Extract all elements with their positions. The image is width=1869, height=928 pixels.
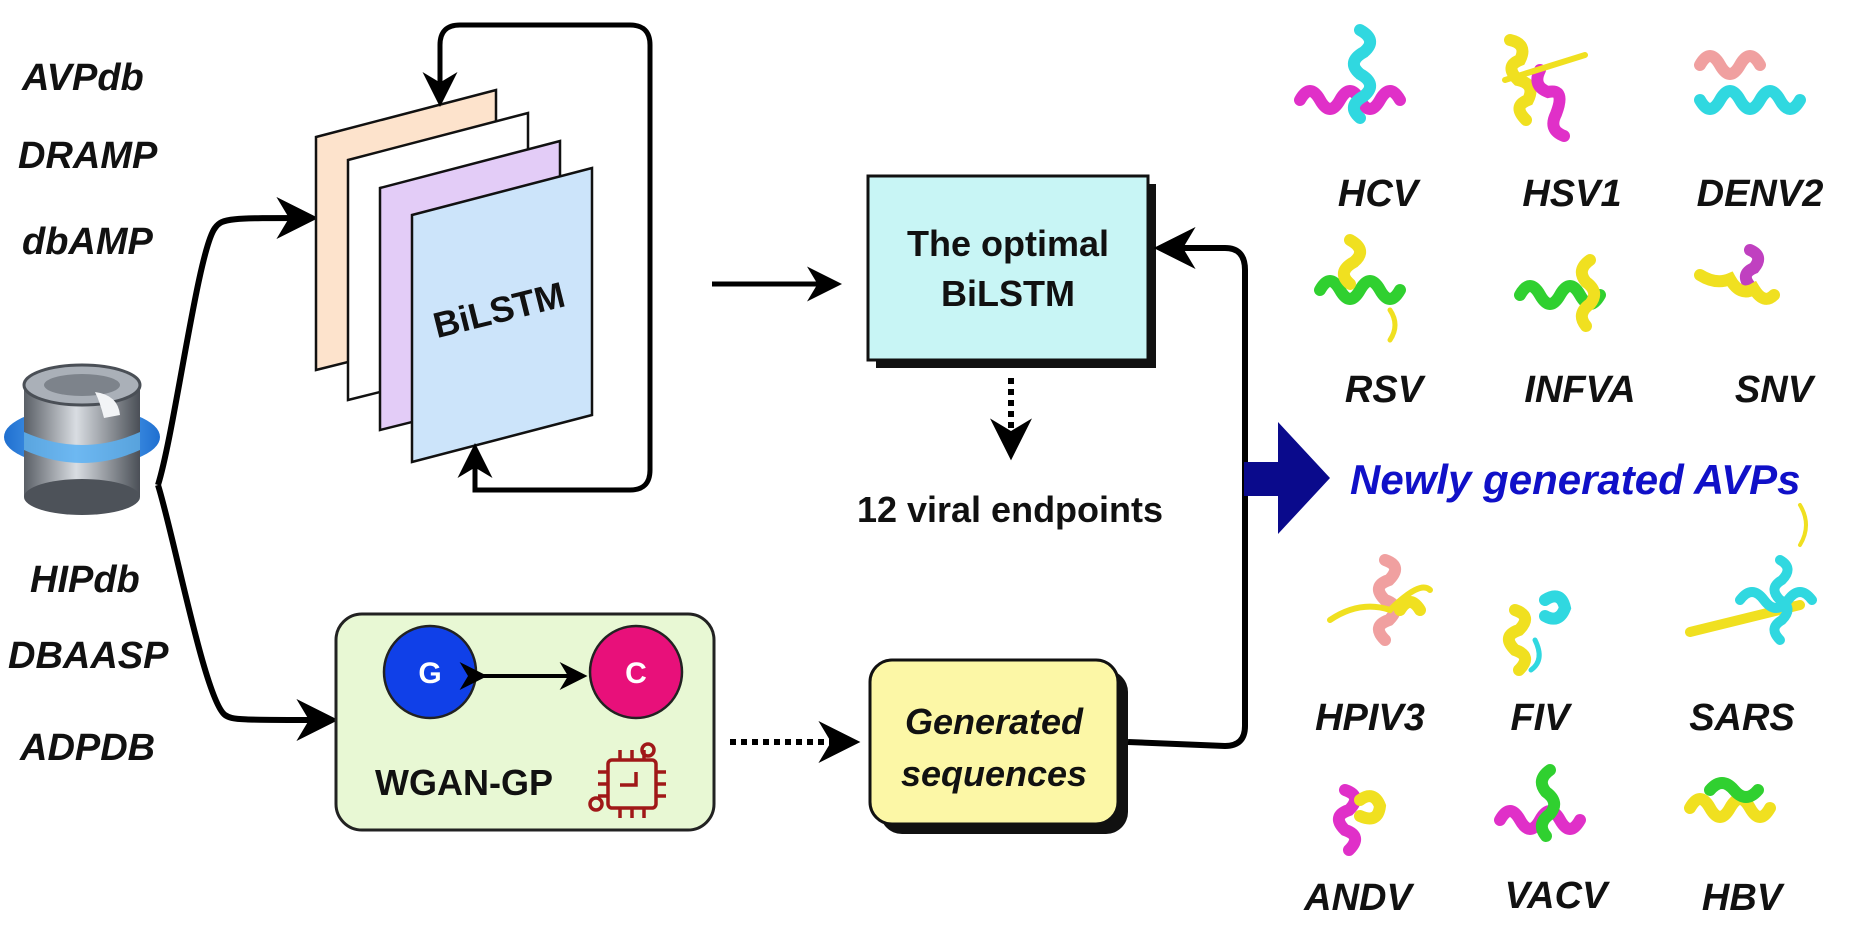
virus-sars: SARS [1689, 697, 1795, 739]
peptide-snv [1694, 244, 1780, 305]
generated-box-line1: Generated [905, 701, 1084, 742]
db-avpdb: AVPdb [21, 57, 144, 99]
virus-infva: INFVA [1524, 369, 1635, 411]
newly-generated-label: Newly generated AVPs [1350, 456, 1801, 503]
virus-andv: ANDV [1303, 877, 1414, 919]
recurrent-loop-start-arrow [457, 443, 493, 493]
database-list-bottom: HIPdb DBAASP ADPDB [8, 559, 169, 769]
critic-label: C [625, 657, 647, 690]
branch-to-bilstm [155, 197, 319, 486]
virus-hcv: HCV [1338, 173, 1421, 215]
branch-to-wgan [155, 484, 339, 741]
virus-rsv: RSV [1345, 369, 1426, 411]
bilstm-layer-stack: BiLSTM [314, 88, 594, 464]
endpoints-label: 12 viral endpoints [857, 489, 1163, 530]
generated-box-line2: sequences [901, 753, 1087, 794]
generator-label: G [418, 657, 441, 690]
db-hipdb: HIPdb [30, 559, 140, 601]
peptide-hpiv3 [1327, 554, 1433, 646]
peptide-vacv [1494, 764, 1586, 842]
wgan-gp-box: G C WGAN-GP [334, 612, 716, 832]
peptide-hcv [1294, 24, 1406, 124]
critic-node [588, 624, 684, 720]
virus-hbv: HBV [1702, 877, 1785, 919]
generated-sequences-box: Generated sequences [868, 658, 1128, 834]
virus-labels: HCV HSV1 DENV2 RSV INFVA SNV HPIV3 FIV S… [1303, 173, 1823, 919]
virus-hpiv3: HPIV3 [1315, 697, 1425, 739]
database-icon [4, 363, 160, 515]
peptide-hsv1 [1502, 34, 1588, 142]
peptide-hbv [1684, 777, 1776, 823]
virus-denv2: DENV2 [1697, 173, 1824, 215]
db-dbaasp: DBAASP [8, 635, 169, 677]
virus-hsv1: HSV1 [1522, 173, 1621, 215]
db-dramp: DRAMP [18, 135, 158, 177]
peptide-infva [1514, 254, 1606, 332]
bilstm-layer-4 [410, 166, 594, 464]
optimal-box-line2: BiLSTM [941, 273, 1075, 314]
peptide-andv [1333, 784, 1387, 856]
peptide-sars [1685, 503, 1817, 645]
db-dbamp: dbAMP [22, 221, 154, 263]
output-arrow [1244, 422, 1330, 534]
peptide-structures [1294, 24, 1817, 856]
peptide-fiv [1503, 590, 1572, 676]
peptide-rsv [1314, 234, 1406, 343]
feedback-arrow [1127, 227, 1248, 750]
virus-fiv: FIV [1510, 697, 1572, 739]
chip-icon [588, 742, 666, 818]
virus-snv: SNV [1735, 369, 1816, 411]
peptide-denv2 [1694, 50, 1806, 115]
database-list-top: AVPdb DRAMP dbAMP [18, 57, 158, 263]
optimal-bilstm-box: The optimal BiLSTM [866, 174, 1156, 368]
virus-vacv: VACV [1505, 875, 1610, 917]
wgan-label: WGAN-GP [375, 762, 553, 803]
optimal-box-line1: The optimal [907, 223, 1109, 264]
recurrent-loop-arrow [422, 22, 653, 493]
db-adpdb: ADPDB [19, 727, 155, 769]
